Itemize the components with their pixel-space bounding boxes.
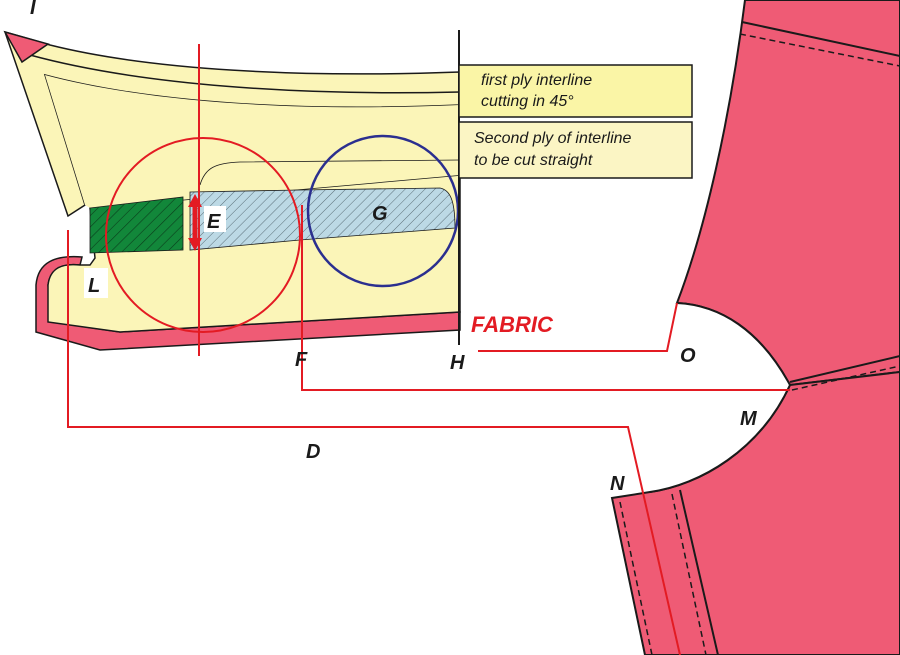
green-interline-patch — [89, 196, 184, 254]
leader-h — [478, 302, 678, 352]
shoulder-seam — [741, 21, 900, 57]
collar-tip — [3, 30, 50, 64]
note-box-second-ply — [458, 121, 693, 179]
label-i: I — [30, 0, 36, 19]
placket-edge — [679, 489, 719, 655]
placket-stitch-1 — [619, 501, 653, 655]
collar-band-face — [45, 75, 460, 208]
label-g: G — [372, 203, 388, 225]
note-second-ply-line2: to be cut straight — [474, 152, 593, 169]
leader-d — [67, 230, 681, 655]
label-o: O — [680, 345, 696, 367]
note-first-ply-line2: cutting in 45° — [481, 93, 574, 110]
collar-band-inner — [29, 54, 461, 94]
label-e-bg — [204, 206, 226, 232]
label-l-bg — [84, 268, 108, 298]
neck-opening — [649, 302, 792, 493]
note-box-first-ply — [458, 64, 693, 118]
fabric-label: FABRIC — [471, 312, 554, 337]
double-arrow-icon — [188, 194, 202, 251]
leader-f — [301, 205, 790, 391]
side-seam — [789, 355, 900, 383]
note-second-ply-line1: Second ply of interline — [474, 130, 632, 147]
placket-stitch-2 — [671, 493, 707, 655]
label-d: D — [306, 441, 320, 463]
interline-band — [189, 187, 456, 251]
note-first-ply-line1: first ply interline — [481, 72, 592, 89]
label-n: N — [610, 473, 625, 495]
label-e: E — [207, 211, 221, 233]
label-l: L — [88, 275, 100, 297]
shoulder-stitch — [739, 33, 900, 67]
label-m: M — [740, 408, 758, 430]
second-ply-outline — [199, 159, 461, 186]
side-stitch — [791, 365, 900, 391]
label-h: H — [450, 352, 465, 374]
label-f: F — [295, 349, 308, 371]
circle-e — [105, 137, 301, 333]
